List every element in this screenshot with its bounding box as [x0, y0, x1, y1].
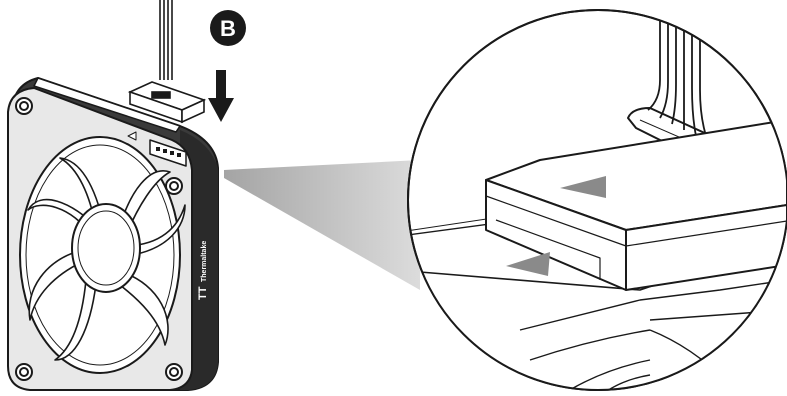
cable: [159, 0, 173, 80]
brand-name: Thermaltake: [201, 241, 208, 282]
screw-holes: [15, 97, 183, 381]
connector-alignment-arrow: [560, 176, 606, 198]
insert-direction-arrow: [208, 70, 234, 122]
magnification-cone: [224, 160, 420, 290]
fan-alignment-triangle: [127, 131, 137, 141]
fan-unit: [7, 77, 219, 391]
brand-logo: TT: [197, 286, 209, 300]
fan-connector-port: [149, 139, 187, 167]
fan-brand: TT Thermaltake: [197, 241, 209, 300]
fan-hub: [71, 203, 141, 293]
fan-alignment-arrow: [506, 252, 550, 276]
zoom-cable-wires: [647, 10, 709, 143]
zoom-detail: [407, 9, 787, 391]
step-badge: B: [210, 10, 246, 46]
step-badge-label: B: [220, 16, 236, 41]
connector-plug: [127, 81, 207, 124]
